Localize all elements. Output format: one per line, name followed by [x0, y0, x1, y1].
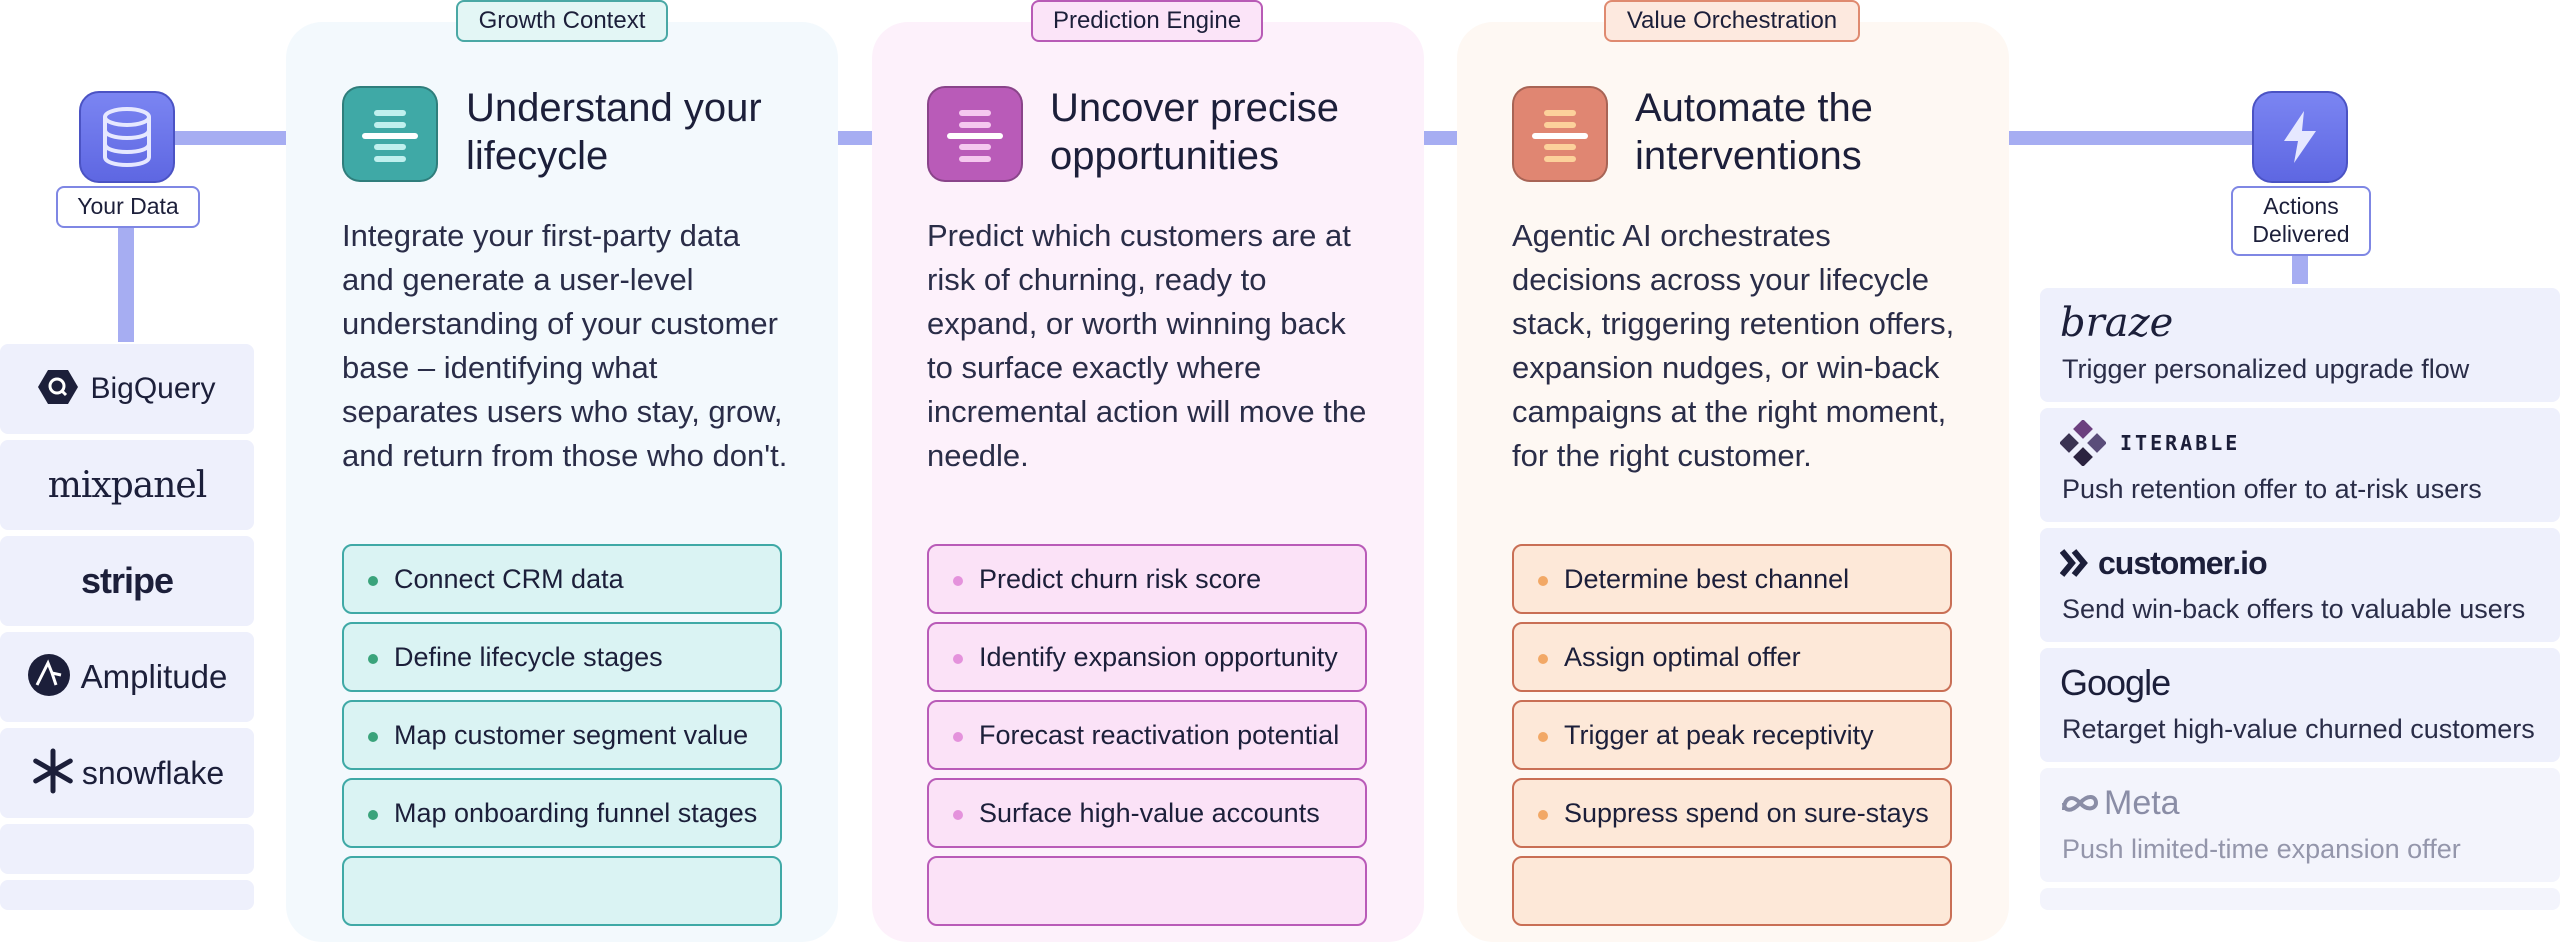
- layers-icon: [927, 86, 1023, 182]
- customerio-icon: [2060, 549, 2088, 577]
- source-tile-stripe: stripe: [0, 536, 254, 626]
- your-data-label: Your Data: [56, 186, 200, 228]
- layers-icon: [1512, 86, 1608, 182]
- connector-growth-to-prediction: [838, 131, 872, 145]
- source-tile-placeholder: [0, 824, 254, 874]
- orchestration-description: Agentic AI orchestrates decisions across…: [1512, 218, 1955, 473]
- step-prediction-4: Surface high-value accounts: [927, 778, 1367, 848]
- source-name-snowflake: snowflake: [81, 754, 225, 791]
- action-text: Trigger personalized upgrade flow: [2062, 354, 2470, 384]
- step-growth-3: Map customer segment value: [342, 700, 782, 770]
- action-tile-google: Google Retarget high-value churned custo…: [2040, 648, 2560, 762]
- action-tile-iterable: ITERABLE Push retention offer to at-risk…: [2040, 408, 2560, 522]
- action-tile-placeholder: [2040, 888, 2560, 910]
- step-orchestration-4: Suppress spend on sure-stays: [1512, 778, 1952, 848]
- step-orchestration-5: [1512, 856, 1952, 926]
- connector-data-to-sources: [118, 228, 134, 342]
- step-prediction-5: [927, 856, 1367, 926]
- tag-prediction-engine: Prediction Engine: [1031, 0, 1263, 42]
- bigquery-icon: [38, 368, 79, 411]
- customerio-logo: customer.io: [2060, 540, 2268, 586]
- iterable-icon: [2060, 420, 2106, 466]
- iterable-logo: ITERABLE: [2060, 420, 2240, 466]
- action-text: Push limited-time expansion offer: [2062, 834, 2461, 864]
- action-tile-meta: Meta Push limited-time expansion offer: [2040, 768, 2560, 882]
- step-prediction-2: Identify expansion opportunity: [927, 622, 1367, 692]
- connector-data-to-growth: [172, 131, 286, 145]
- step-growth-2: Define lifecycle stages: [342, 622, 782, 692]
- source-tile-mixpanel: mixpanel: [0, 440, 254, 530]
- source-tile-amplitude: Amplitude: [0, 632, 254, 722]
- source-tile-bigquery: BigQuery: [0, 344, 254, 434]
- lightning-icon: [2252, 91, 2348, 183]
- source-name-mixpanel: mixpanel: [47, 464, 207, 506]
- source-name-stripe: stripe: [80, 560, 174, 601]
- step-orchestration-1: Determine best channel: [1512, 544, 1952, 614]
- source-tile-placeholder: [0, 880, 254, 910]
- step-prediction-1: Predict churn risk score: [927, 544, 1367, 614]
- connector-prediction-to-orchestration: [1423, 131, 1457, 145]
- amplitude-icon: [27, 653, 71, 702]
- connector-orchestration-to-actions: [2008, 131, 2254, 145]
- source-name-amplitude: Amplitude: [80, 658, 228, 695]
- tag-growth-context: Growth Context: [456, 0, 668, 42]
- connector-actions-to-list: [2292, 256, 2308, 284]
- step-growth-4: Map onboarding funnel stages: [342, 778, 782, 848]
- step-growth-5: [342, 856, 782, 926]
- action-text: Push retention offer to at-risk users: [2062, 474, 2482, 504]
- braze-logo: braze: [2060, 300, 2174, 346]
- prediction-description: Predict which customers are at risk of c…: [927, 218, 1367, 473]
- action-tile-customerio: customer.io Send win-back offers to valu…: [2040, 528, 2560, 642]
- meta-logo: Meta: [2060, 780, 2180, 826]
- layers-icon: [342, 86, 438, 182]
- source-tile-snowflake: snowflake: [0, 728, 254, 818]
- step-prediction-3: Forecast reactivation potential: [927, 700, 1367, 770]
- step-orchestration-2: Assign optimal offer: [1512, 622, 1952, 692]
- growth-description: Integrate your first-party data and gene…: [342, 218, 788, 473]
- tag-value-orchestration: Value Orchestration: [1604, 0, 1860, 42]
- google-logo: Google: [2060, 662, 2171, 703]
- step-orchestration-3: Trigger at peak receptivity: [1512, 700, 1952, 770]
- database-icon: [79, 91, 175, 183]
- meta-icon: [2062, 795, 2099, 812]
- action-text: Send win-back offers to valuable users: [2062, 594, 2526, 624]
- action-text: Retarget high-value churned customers: [2062, 714, 2535, 744]
- step-growth-1: Connect CRM data: [342, 544, 782, 614]
- snowflake-icon: [30, 748, 76, 799]
- source-name-bigquery: BigQuery: [90, 372, 216, 405]
- action-tile-braze: braze Trigger personalized upgrade flow: [2040, 288, 2560, 402]
